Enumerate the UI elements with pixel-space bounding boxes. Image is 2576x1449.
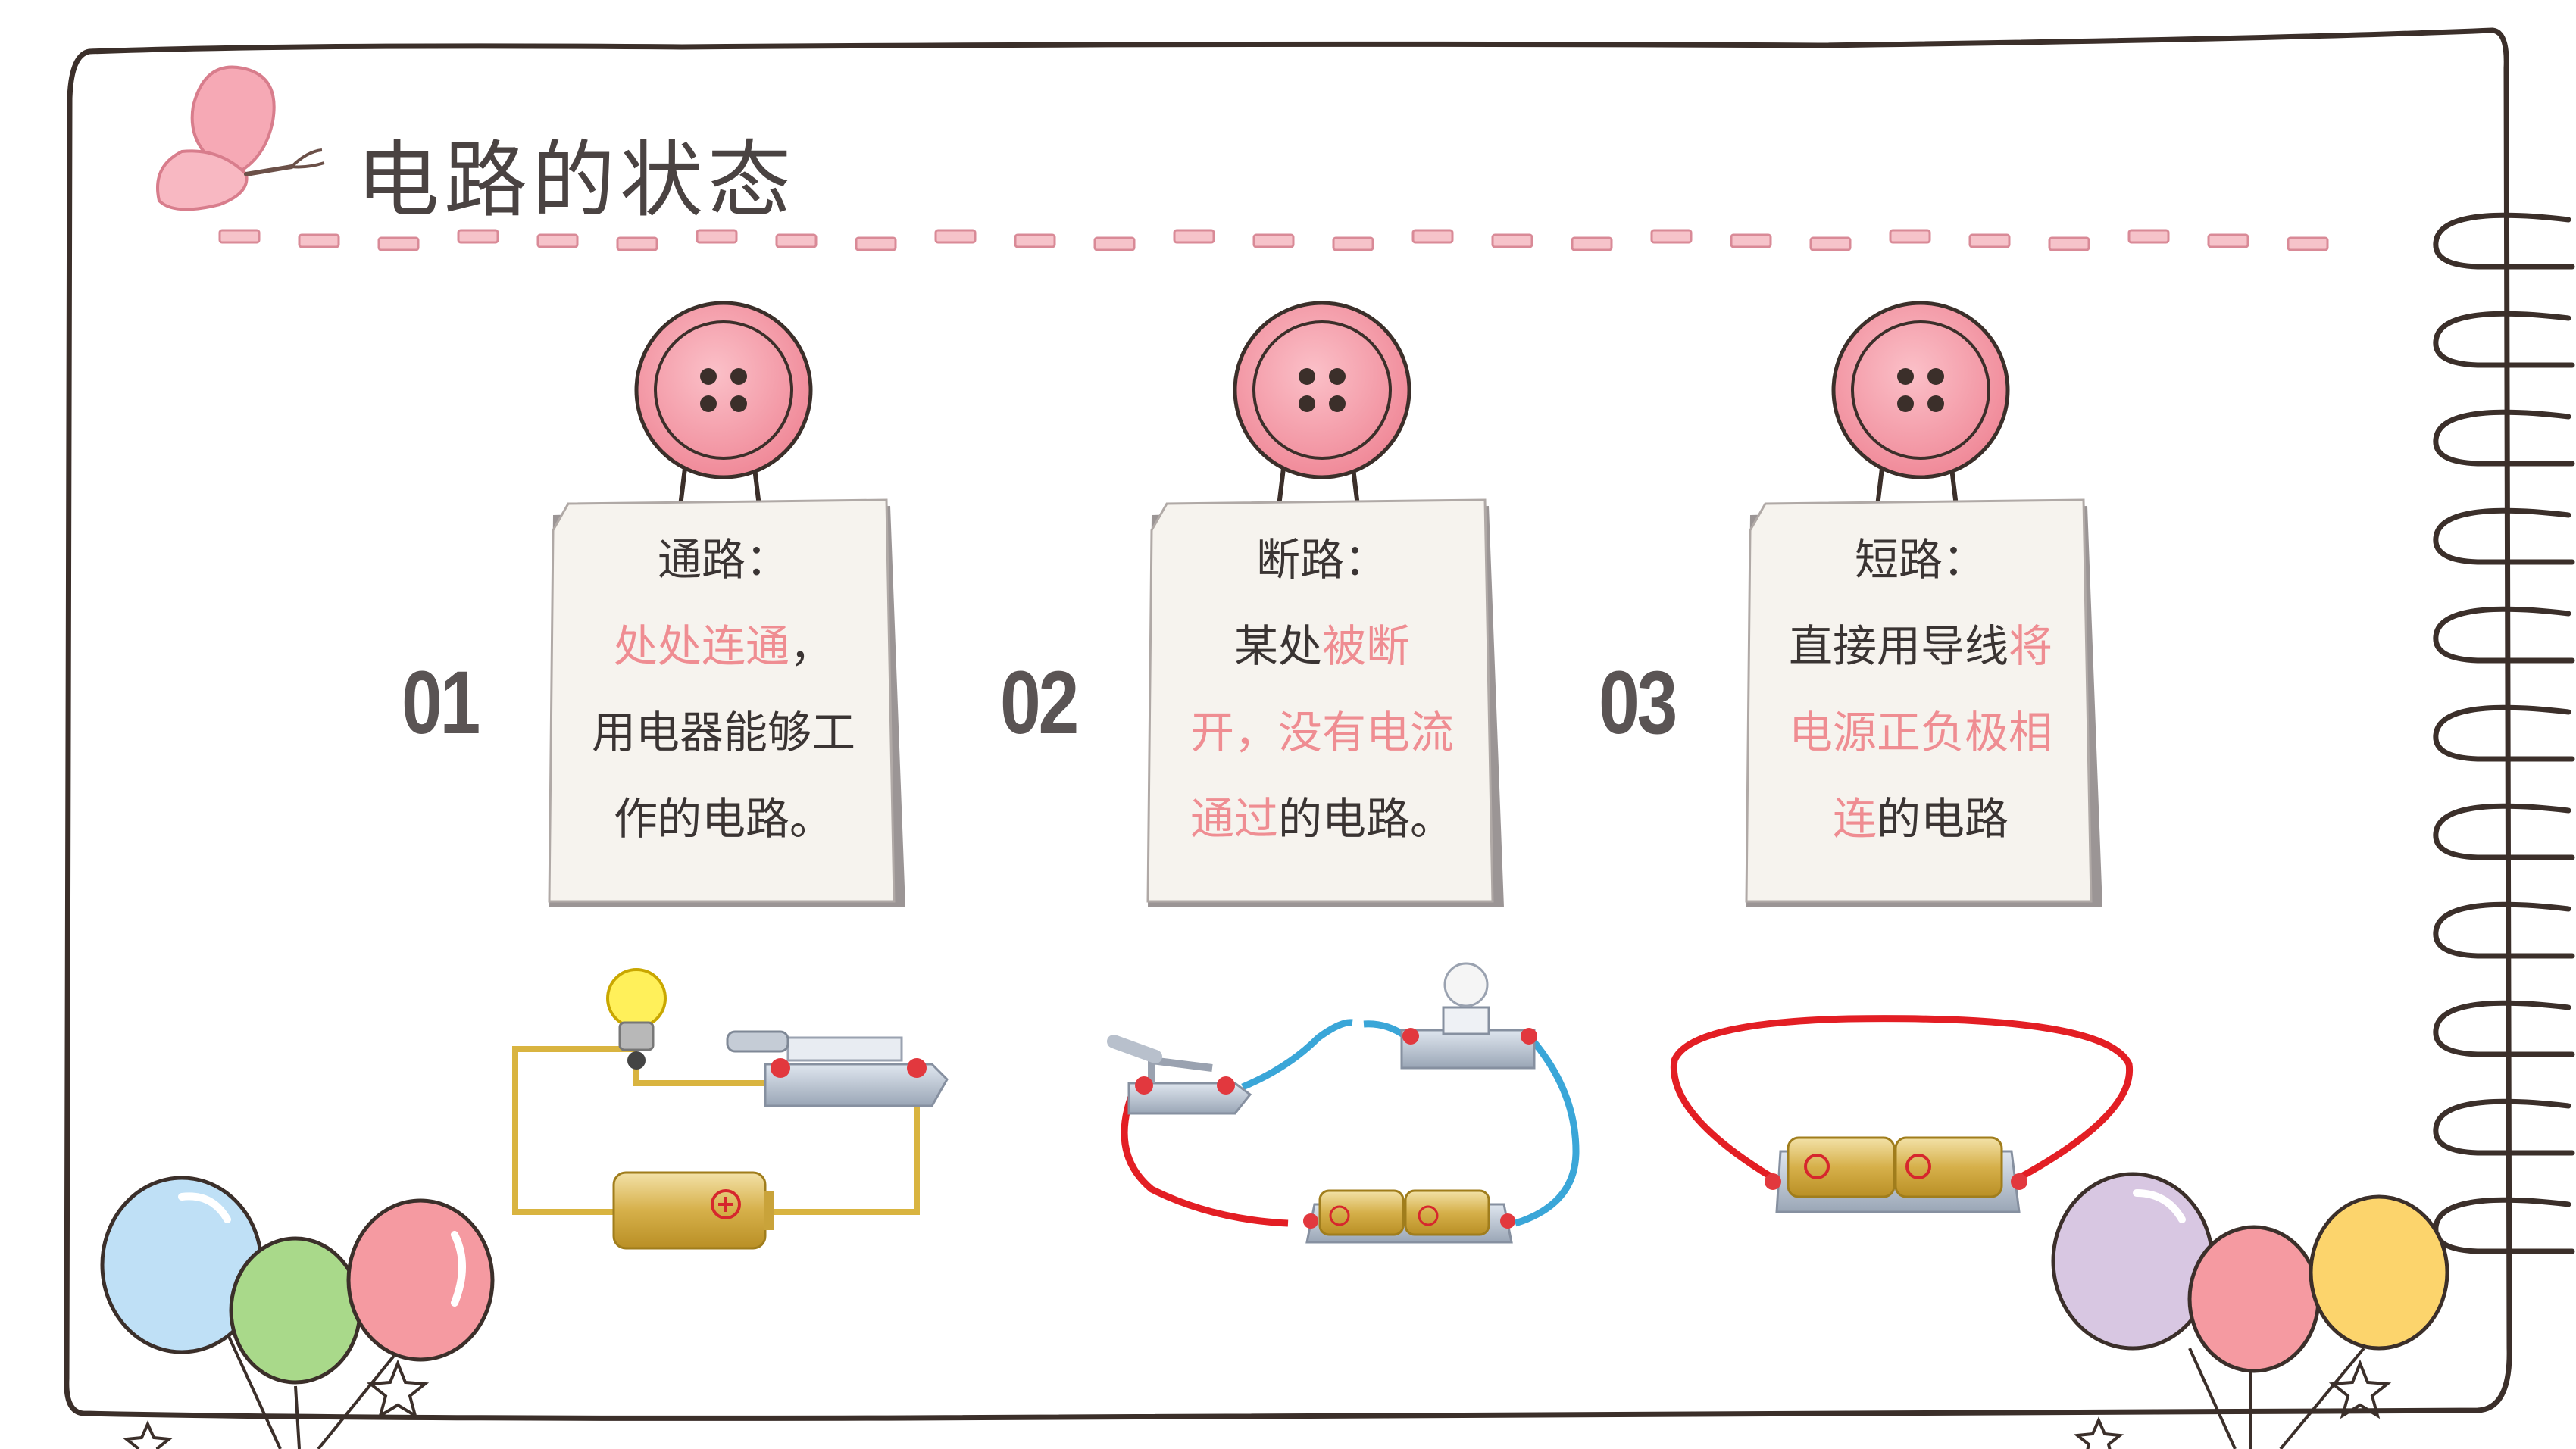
lightbulb-icon [606,968,667,1070]
star-icon [2073,1416,2124,1449]
dash-mark [457,229,499,244]
dash-mark [696,229,738,244]
cards [548,301,2102,907]
balloons-left [100,1176,495,1449]
body-text: 直接用导线 [1788,620,2009,672]
battery-icon [612,1171,774,1250]
dash-mark [2207,233,2249,248]
dashed-divider [218,229,2329,251]
circuit-open-diagram [1107,962,1580,1244]
dash-mark [616,236,658,251]
dash-mark [1809,236,1852,251]
card-number: 03 [1599,653,1677,753]
card-line: 连的电路 [1762,776,2080,862]
dash-mark [1173,229,1215,244]
circuit-short-diagram [1670,1015,2134,1213]
body-text: 某处 [1233,620,1322,672]
dash-mark [2127,229,2170,244]
dash-mark [1968,233,2011,248]
dash-mark [1014,233,1056,248]
dash-mark [1411,229,1454,244]
highlight-text: 被断 [1322,620,1411,672]
card-text: 短路： 直接用导线将电源正负极相连的电路 [1762,517,2080,862]
card-line: 某处被断 [1163,603,1481,689]
body-text: 的电路 [1877,793,2009,845]
highlight-text: 电源正负极相 [1788,707,2052,758]
dash-mark [1650,229,1693,244]
balloon-icon [2051,1172,2215,1351]
dash-mark [1491,233,1533,248]
highlight-text: 通过 [1190,793,1278,845]
button-icon [634,301,813,479]
card-heading: 短路： [1854,534,1987,586]
dash-mark [1889,229,1931,244]
dash-mark [775,233,818,248]
dash-mark [1093,236,1136,251]
card-number: 01 [402,653,480,753]
dash-mark [1252,233,1295,248]
balloon-icon [2187,1225,2321,1373]
body-text: 用电器能够工 [591,707,855,758]
star-icon [2328,1359,2392,1419]
switch-icon [1107,1035,1252,1115]
dash-mark [1730,233,1772,248]
star-icon [122,1420,174,1449]
page-title: 电路的状态 [356,132,796,229]
card-line: 处处连通， [564,603,883,689]
balloon-icon [229,1236,362,1385]
lightbulb-icon [1400,962,1537,1070]
switch-icon [726,1030,949,1107]
card-number: 02 [1000,653,1079,753]
notebook-border [64,27,2512,1421]
balloon-icon [346,1198,495,1362]
body-text: 作的电路。 [613,793,833,845]
card-line: 作的电路。 [564,776,883,862]
balloon-icon [2309,1194,2449,1351]
butterfly-icon [156,65,325,211]
button-icon [1233,301,1411,479]
spiral-rings [2433,212,2575,1254]
body-text: 的电路。 [1278,793,1455,845]
dash-mark [218,229,261,244]
button-icon [1831,301,2010,479]
card-line: 用电器能够工 [564,689,883,776]
highlight-text: 连 [1832,793,1877,845]
dash-mark [934,229,977,244]
dash-mark [298,233,340,248]
card-line: 电源正负极相 [1762,689,2080,776]
highlight-text: 处处连通 [613,620,789,672]
card-line: 通过的电路。 [1163,776,1481,862]
dash-mark [2287,236,2329,251]
card-02 [1146,301,1504,907]
dash-mark [1571,236,1613,251]
card-line: 直接用导线将 [1762,603,2080,689]
dash-mark [1332,236,1374,251]
body-text: ， [789,620,834,672]
card-heading: 通路： [657,534,789,586]
card-text: 通路： 处处连通， 用电器能够工作的电路。 [564,517,883,862]
dash-mark [377,236,420,251]
battery-icon [1765,1136,2027,1213]
highlight-text: 开，没有电流 [1190,707,1454,758]
card-line: 开，没有电流 [1163,689,1481,776]
card-03 [1745,301,2102,907]
dash-mark [536,233,579,248]
dash-mark [855,236,897,251]
card-heading: 断路： [1255,534,1388,586]
card-01 [548,301,905,907]
battery-icon [1303,1189,1515,1244]
star-icon [366,1359,430,1419]
circuit-closed-diagram [512,968,949,1250]
card-text: 断路：某处被断开，没有电流通过的电路。 [1163,517,1481,862]
dash-mark [2048,236,2090,251]
highlight-text: 将 [2009,620,2053,672]
balloons-right [2051,1172,2449,1449]
